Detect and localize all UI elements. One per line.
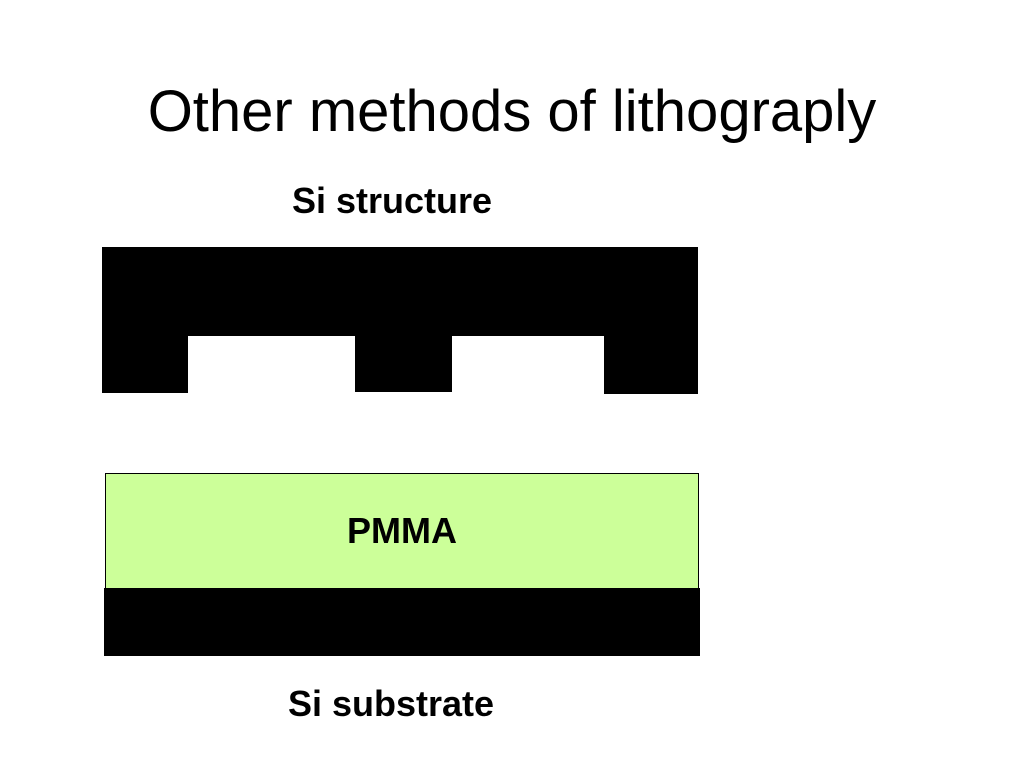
si-substrate-label: Si substrate [288,683,495,724]
slide-title: Other methods of lithograply [147,79,877,144]
pmma-layer: PMMA [105,473,699,588]
pmma-label: PMMA [347,510,457,551]
si-substrate-layer [104,588,700,656]
si-structure-label: Si structure [292,180,493,221]
si-structure-mold [102,247,698,394]
si-structure-shape [102,247,698,394]
